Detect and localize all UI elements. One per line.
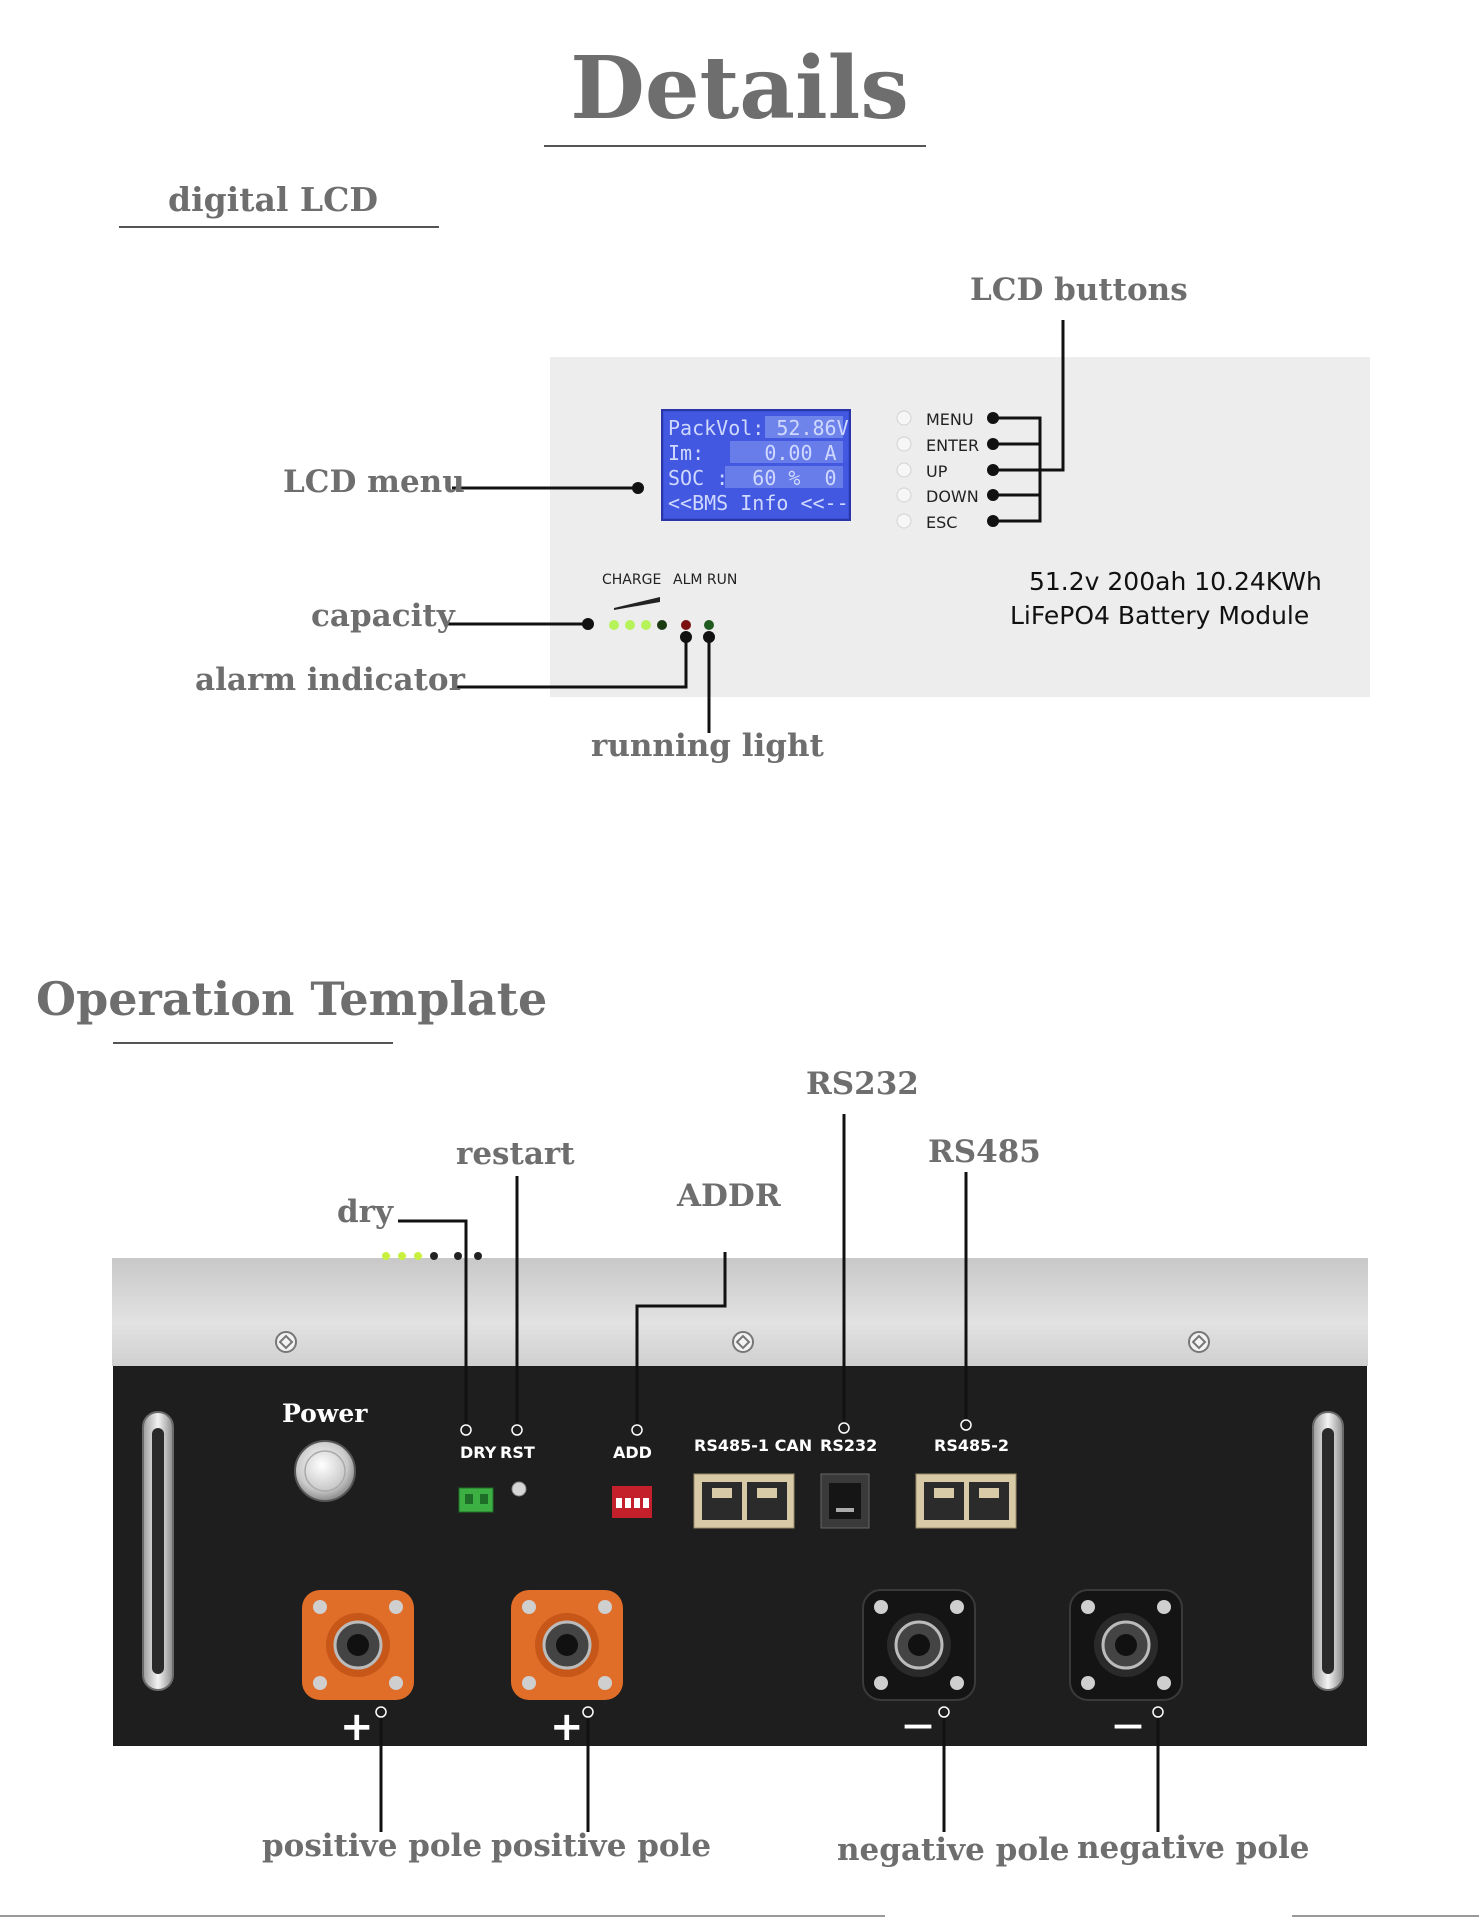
lcd-callout-lines [448,320,1065,733]
add-port-label: ADD [613,1443,652,1462]
callout-rs232: RS232 [806,1066,919,1102]
restart-button[interactable] [511,1481,527,1497]
power-button[interactable] [294,1440,356,1502]
dry-contact-terminal[interactable] [458,1487,494,1513]
lcd-screen: PackVol: 52.86V Im: 0.00 A SOC : 60 % 0 … [661,409,851,521]
rs485-1-can-ports[interactable] [693,1473,795,1529]
callout-restart: restart [456,1136,575,1172]
lcd-line-2: Im: 0.00 A [668,441,837,465]
power-label: Power [282,1399,368,1428]
operation-section-title: Operation Template [36,972,548,1026]
callout-lcd-buttons: LCD buttons [970,272,1188,308]
callout-alarm-indicator: alarm indicator [195,662,465,698]
product-name-line: LiFePO4 Battery Module [1010,601,1309,630]
positive-terminal-2[interactable] [511,1590,623,1700]
lcd-panel [550,357,1370,697]
rs485-2-ports[interactable] [915,1473,1017,1529]
plus-symbol-1: + [340,1704,374,1750]
charge-label: CHARGE [602,572,661,588]
esc-button[interactable] [896,513,912,529]
negative-terminal-2[interactable] [1069,1589,1183,1701]
alm-run-label: ALM RUN [673,572,737,588]
lcd-button-group: MENU ENTER UP DOWN ESC [896,410,979,532]
up-button[interactable] [896,462,912,478]
rs485-2-port-label: RS485-2 [934,1436,1009,1455]
rs485-1-can-port-label: RS485-1 CAN [694,1436,812,1455]
operation-section-underline [113,1042,393,1044]
operation-callout-dots [375,1419,1164,1718]
lcd-callout-dots [582,412,999,643]
button-label-enter: ENTER [926,436,979,455]
positive-terminal-1[interactable] [302,1590,414,1700]
page-title: Details [570,38,909,139]
menu-button[interactable] [896,410,912,426]
capacity-leds [609,620,667,630]
button-label-menu: MENU [926,410,974,429]
run-led [704,620,714,630]
callout-capacity: capacity [311,598,455,634]
lcd-section-title: digital LCD [168,180,378,219]
callout-negative-pole-2: negative pole [1077,1830,1310,1866]
top-plate-screws [275,1331,1210,1353]
callout-rs485: RS485 [928,1134,1041,1170]
rs232-port[interactable] [820,1473,870,1529]
callout-lcd-menu: LCD menu [283,464,465,500]
callout-addr: ADDR [677,1178,781,1214]
top-leds [382,1252,482,1260]
button-label-down: DOWN [926,487,979,506]
addr-dip-switch[interactable] [612,1486,652,1518]
lcd-line-3: SOC : 60 % 0 [668,466,837,490]
title-underline [544,145,926,147]
rs232-port-label: RS232 [820,1436,877,1455]
alarm-led [681,620,691,630]
product-spec-line: 51.2v 200ah 10.24KWh [1029,567,1322,596]
lcd-line-4: <<BMS Info <<-- [668,491,849,515]
enter-button[interactable] [896,436,912,452]
callout-dry: dry [337,1194,394,1230]
charge-ramp-icon [614,597,660,610]
dry-port-label: DRY [460,1443,497,1462]
down-button[interactable] [896,487,912,503]
minus-symbol-2: — [1113,1708,1143,1743]
callout-negative-pole-1: negative pole [837,1832,1070,1868]
button-label-esc: ESC [926,513,957,532]
button-label-up: UP [926,462,948,481]
negative-terminal-1[interactable] [862,1589,976,1701]
lcd-section-underline [119,226,439,228]
rst-port-label: RST [500,1443,535,1462]
callout-positive-pole-1: positive pole [262,1828,483,1864]
plus-symbol-2: + [550,1704,584,1750]
minus-symbol-1: — [903,1708,933,1743]
lcd-line-1: PackVol: 52.86V [668,416,849,440]
callout-running-light: running light [591,728,824,764]
callout-positive-pole-2: positive pole [491,1828,712,1864]
operation-callout-lines [379,1114,1160,1832]
